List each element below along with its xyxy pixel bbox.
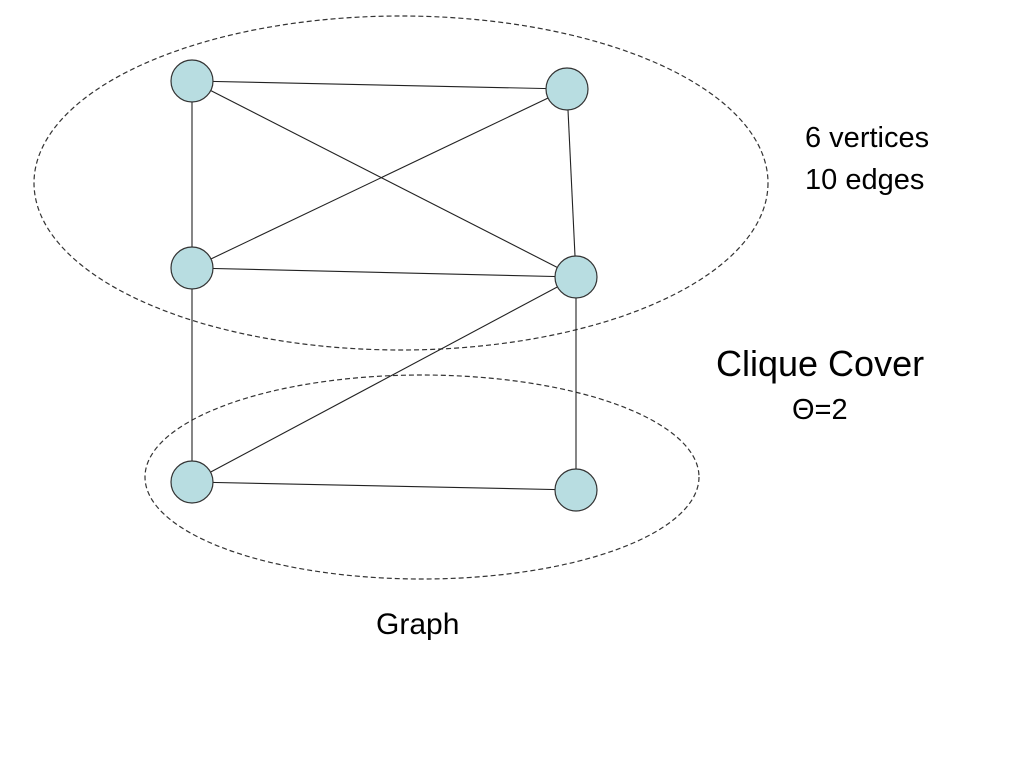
edges-layer <box>191 80 577 491</box>
vertices-layer <box>170 59 598 512</box>
clique-cover-title: Clique Cover <box>716 343 925 384</box>
edge-v5-v6 <box>191 481 577 491</box>
vertex-v3 <box>170 246 214 290</box>
edge-v4-v5 <box>191 276 577 483</box>
cliques-layer <box>33 15 769 580</box>
edge-v2-v3 <box>191 88 568 269</box>
vertex-v2 <box>545 67 589 111</box>
graph-caption: Graph <box>376 608 460 641</box>
vertex-v1 <box>170 59 214 103</box>
edge-v3-v4 <box>191 267 577 278</box>
clique-cover-number: Θ=2 <box>792 394 848 426</box>
edge-v1-v4 <box>191 80 577 278</box>
vertex-count-label: 6 vertices <box>805 122 930 154</box>
edge-v2-v4 <box>566 88 577 278</box>
vertex-v6 <box>554 468 598 512</box>
edge-count-label: 10 edges <box>805 164 925 196</box>
edge-v1-v2 <box>191 80 568 90</box>
vertex-v5 <box>170 460 214 504</box>
clique-boundary-clique-2 <box>144 374 700 580</box>
vertex-v4 <box>554 255 598 299</box>
clique-boundary-clique-1 <box>33 15 769 351</box>
